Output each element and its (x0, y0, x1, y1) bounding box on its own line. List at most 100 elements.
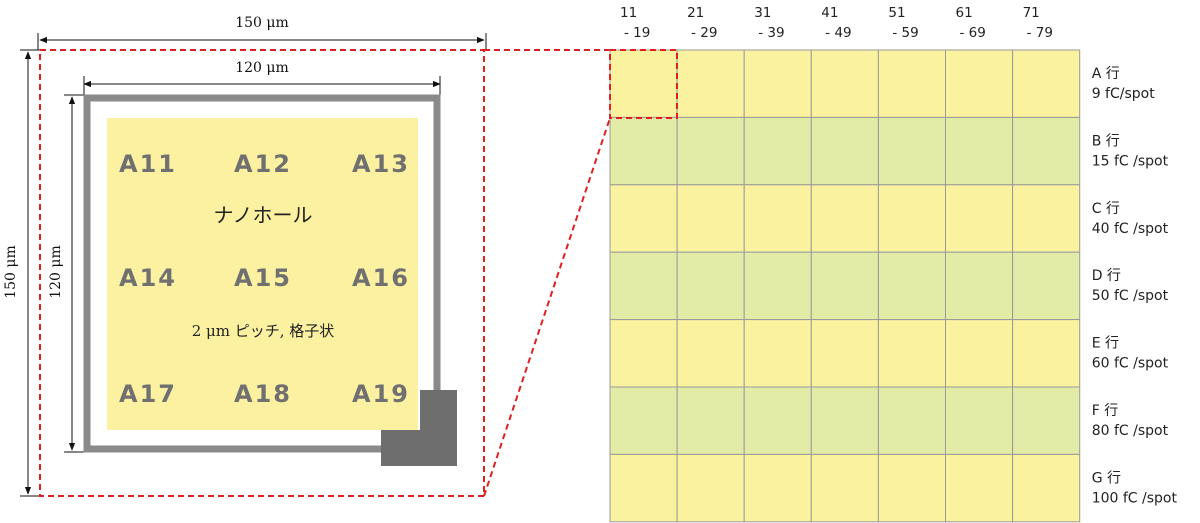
grid-cell (945, 453, 1014, 523)
row-dose: 9 fC/spot (1092, 86, 1156, 102)
grid-cell (877, 386, 947, 455)
dose-grid (609, 49, 1081, 523)
row-name: G 行 (1092, 470, 1121, 486)
grid-cell (945, 319, 1014, 388)
grid-cell (743, 386, 812, 455)
column-header-bottom: - 59 (892, 25, 918, 41)
nanohole-region (107, 118, 418, 430)
grid-cell (877, 49, 947, 118)
row-dose: 50 fC /spot (1092, 288, 1169, 304)
column-headers: 11 - 19 21 - 29 31 - 39 41 - 49 51 - 59 61 - 69 71 - … (620, 5, 1053, 41)
row-dose: 100 fC /spot (1092, 490, 1178, 506)
column-header-top: 61 (956, 5, 973, 21)
chip-label: A14 (119, 264, 177, 292)
chip-label: A15 (234, 264, 292, 292)
grid-cell (810, 386, 879, 455)
grid-cell (1012, 453, 1081, 523)
row-name: A 行 (1092, 66, 1120, 82)
grid-cell (810, 453, 879, 523)
grid-cell (877, 116, 947, 186)
column-header-bottom: - 79 (1027, 25, 1053, 41)
column-header-top: 11 (620, 5, 637, 21)
chip-label: A11 (119, 150, 177, 178)
column-header-top: 71 (1023, 5, 1040, 21)
chip-frame (83, 94, 441, 453)
grid-cell (1012, 251, 1081, 321)
chip-drawing: 150 μm 150 μm 120 μm 120 μm A11 A12 A13 … (3, 15, 487, 497)
grid-cell (743, 49, 812, 118)
grid-cell (877, 319, 947, 388)
grid-cell (877, 184, 947, 253)
chip-label: A13 (352, 150, 410, 178)
grid-cell (810, 116, 879, 186)
grid-cell (1012, 184, 1081, 253)
chip-label: A19 (352, 380, 410, 408)
grid-cell (743, 319, 812, 388)
pitch-note: 2 μm ピッチ, 格子状 (192, 322, 335, 340)
highlight-cell (609, 49, 678, 119)
column-header-bottom: - 69 (960, 25, 986, 41)
grid-cell (609, 49, 678, 118)
grid-cell (945, 49, 1014, 118)
row-dose: 15 fC /spot (1092, 153, 1169, 169)
grid-cell (676, 116, 745, 186)
grid-cell (676, 251, 745, 321)
grid-cell (743, 453, 812, 523)
grid-cell (1012, 386, 1081, 455)
grid-cell (676, 319, 745, 388)
row-dose: 80 fC /spot (1092, 423, 1169, 439)
grid-cell (945, 386, 1014, 455)
column-header-bottom: - 19 (624, 25, 650, 41)
grid-cell (810, 319, 879, 388)
row-name: F 行 (1092, 403, 1119, 419)
grid-cell (743, 116, 812, 186)
grid-cell (810, 49, 879, 118)
column-header-top: 31 (754, 5, 771, 21)
grid-cell (676, 184, 745, 253)
nanohole-title: ナノホール (214, 203, 313, 227)
grid-cell (1012, 49, 1081, 118)
row-name: E 行 (1092, 336, 1119, 352)
grid-cell (676, 453, 745, 523)
row-name: C 行 (1092, 201, 1120, 217)
grid-cell (609, 453, 678, 523)
column-header-top: 41 (821, 5, 838, 21)
grid-cell (676, 386, 745, 455)
contact-pad (381, 390, 457, 466)
grid-cell (609, 184, 678, 253)
chip-label: A18 (234, 380, 292, 408)
row-dose: 60 fC /spot (1092, 356, 1169, 372)
grid-cell (609, 251, 678, 321)
outer-width-label: 150 μm (235, 15, 289, 31)
outer-height-label: 150 μm (3, 245, 19, 299)
grid-cell (609, 319, 678, 388)
chip-label: A12 (234, 150, 292, 178)
grid-cell (810, 251, 879, 321)
grid-cell (945, 116, 1014, 186)
inner-height-label: 120 μm (48, 245, 64, 299)
grid-cell (743, 184, 812, 253)
grid-cell (609, 116, 678, 186)
grid-cell (945, 251, 1014, 321)
grid-cell (609, 386, 678, 455)
grid-cell (877, 453, 947, 523)
chip-label: A16 (352, 264, 410, 292)
column-header-bottom: - 29 (691, 25, 717, 41)
chip-label: A17 (119, 380, 177, 408)
column-header-top: 21 (687, 5, 704, 21)
column-header-bottom: - 49 (825, 25, 851, 41)
column-header-bottom: - 39 (758, 25, 784, 41)
grid-cell (945, 184, 1014, 253)
grid-cell (676, 49, 745, 118)
inner-width-label: 120 μm (235, 60, 289, 76)
grid-cell (743, 251, 812, 321)
row-name: D 行 (1092, 268, 1121, 284)
grid-cell (810, 184, 879, 253)
grid-cell (1012, 116, 1081, 186)
row-name: B 行 (1092, 133, 1120, 149)
grid-cell (1012, 319, 1081, 388)
column-header-top: 51 (888, 5, 905, 21)
grid-cell (877, 251, 947, 321)
